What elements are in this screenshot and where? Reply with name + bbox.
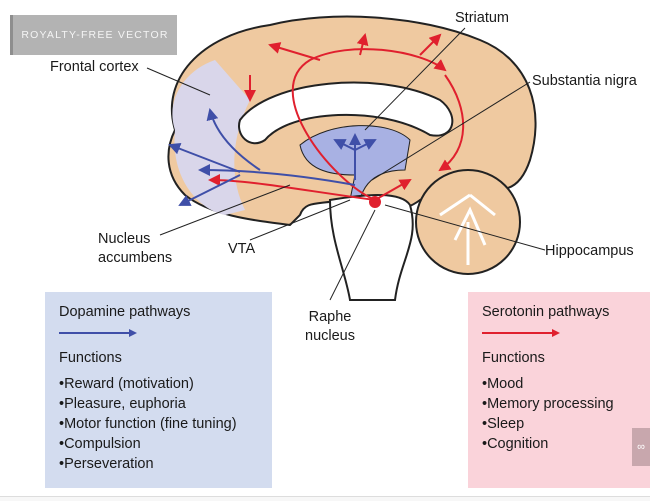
serotonin-title: Serotonin pathways — [482, 304, 610, 320]
label-substantia-nigra: Substantia nigra — [532, 73, 637, 89]
royalty-free-badge: ROYALTY-FREE VECTOR — [10, 15, 177, 55]
dopamine-arrow-icon — [59, 326, 258, 340]
brainstem — [328, 194, 414, 301]
serotonin-function: •Sleep — [482, 416, 525, 432]
share-icon: ∞ — [637, 441, 645, 453]
dopamine-function: •Compulsion — [59, 436, 141, 452]
footer-bar — [0, 497, 650, 501]
label-nucleus-accumbens: Nucleus accumbens — [98, 231, 173, 266]
dopamine-functions-label: Functions — [59, 350, 122, 366]
label-hippocampus: Hippocampus — [545, 243, 634, 259]
dopamine-function: •Motor function (fine tuning) — [59, 416, 237, 432]
serotonin-functions-label: Functions — [482, 350, 545, 366]
dopamine-function: •Pleasure, euphoria — [59, 396, 186, 412]
frontal-region — [172, 60, 250, 215]
share-button[interactable]: ∞ — [632, 428, 650, 466]
serotonin-legend: Serotonin pathways Functions •Mood •Memo… — [468, 292, 650, 488]
label-raphe-nucleus: Raphe nucleus — [305, 309, 355, 344]
dopamine-legend: Dopamine pathways Functions •Reward (mot… — [45, 292, 272, 488]
label-striatum: Striatum — [455, 10, 509, 26]
divider — [0, 496, 650, 497]
label-frontal-cortex: Frontal cortex — [50, 59, 139, 75]
serotonin-arrow-icon — [482, 326, 636, 340]
dopamine-function: •Perseveration — [59, 456, 154, 472]
dopamine-function: •Reward (motivation) — [59, 376, 194, 392]
serotonin-function: •Mood — [482, 376, 524, 392]
label-vta: VTA — [228, 241, 256, 257]
serotonin-function: •Memory processing — [482, 396, 614, 412]
serotonin-function: •Cognition — [482, 436, 549, 452]
dopamine-title: Dopamine pathways — [59, 304, 191, 320]
